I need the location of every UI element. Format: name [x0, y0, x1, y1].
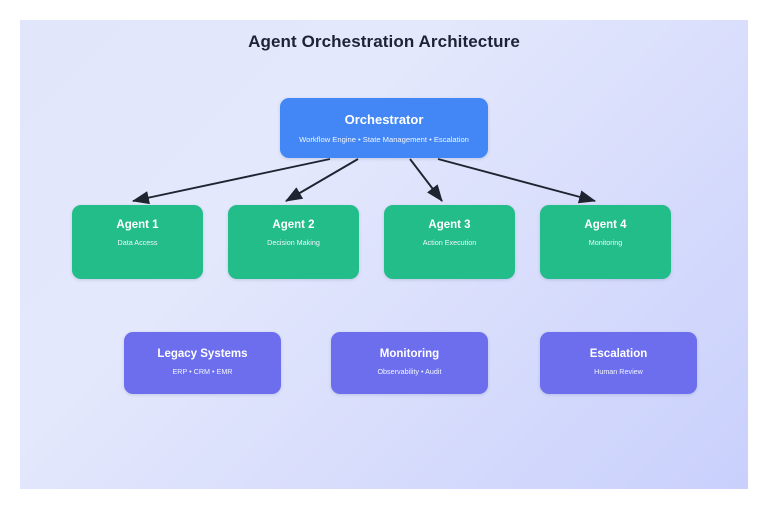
node-monitoring[interactable]: Monitoring Observability • Audit [331, 332, 488, 394]
node-legacy-systems[interactable]: Legacy Systems ERP • CRM • EMR [124, 332, 281, 394]
node-agent-3-subtitle: Action Execution [422, 237, 477, 247]
connector-orchestrator-agent-4 [437, 158, 597, 204]
page-title: Agent Orchestration Architecture [248, 32, 520, 51]
node-agent-3[interactable]: Agent 3 Action Execution [384, 205, 515, 279]
connector-orchestrator-agent-3 [409, 158, 443, 202]
node-escalation-title: Escalation [589, 348, 648, 360]
node-agent-4[interactable]: Agent 4 Monitoring [540, 205, 671, 279]
node-agent-4-subtitle: Monitoring [588, 237, 623, 247]
connector-orchestrator-agent-2 [285, 158, 359, 202]
connector-orchestrator-agent-1 [131, 158, 331, 205]
node-escalation[interactable]: Escalation Human Review [540, 332, 697, 394]
node-agent-4-title: Agent 4 [584, 219, 627, 231]
node-agent-2-subtitle: Decision Making [267, 237, 320, 247]
node-orchestrator-title: Orchestrator [344, 112, 424, 127]
node-agent-1[interactable]: Agent 1 Data Access [72, 205, 203, 279]
node-legacy-systems-subtitle: ERP • CRM • EMR [172, 366, 233, 376]
node-orchestrator-subtitle: Workflow Engine • State Management • Esc… [299, 134, 469, 144]
node-agent-3-title: Agent 3 [428, 219, 471, 231]
node-agent-2[interactable]: Agent 2 Decision Making [228, 205, 359, 279]
node-legacy-systems-title: Legacy Systems [157, 348, 248, 360]
node-agent-1-title: Agent 1 [116, 219, 159, 231]
node-agent-1-subtitle: Data Access [117, 237, 158, 247]
node-monitoring-title: Monitoring [379, 348, 440, 360]
node-escalation-subtitle: Human Review [594, 366, 643, 376]
node-monitoring-subtitle: Observability • Audit [377, 366, 442, 376]
diagram-canvas: Agent Orchestration Architecture Orchest… [20, 20, 748, 489]
node-orchestrator[interactable]: Orchestrator Workflow Engine • State Man… [280, 98, 488, 158]
node-agent-2-title: Agent 2 [272, 219, 315, 231]
